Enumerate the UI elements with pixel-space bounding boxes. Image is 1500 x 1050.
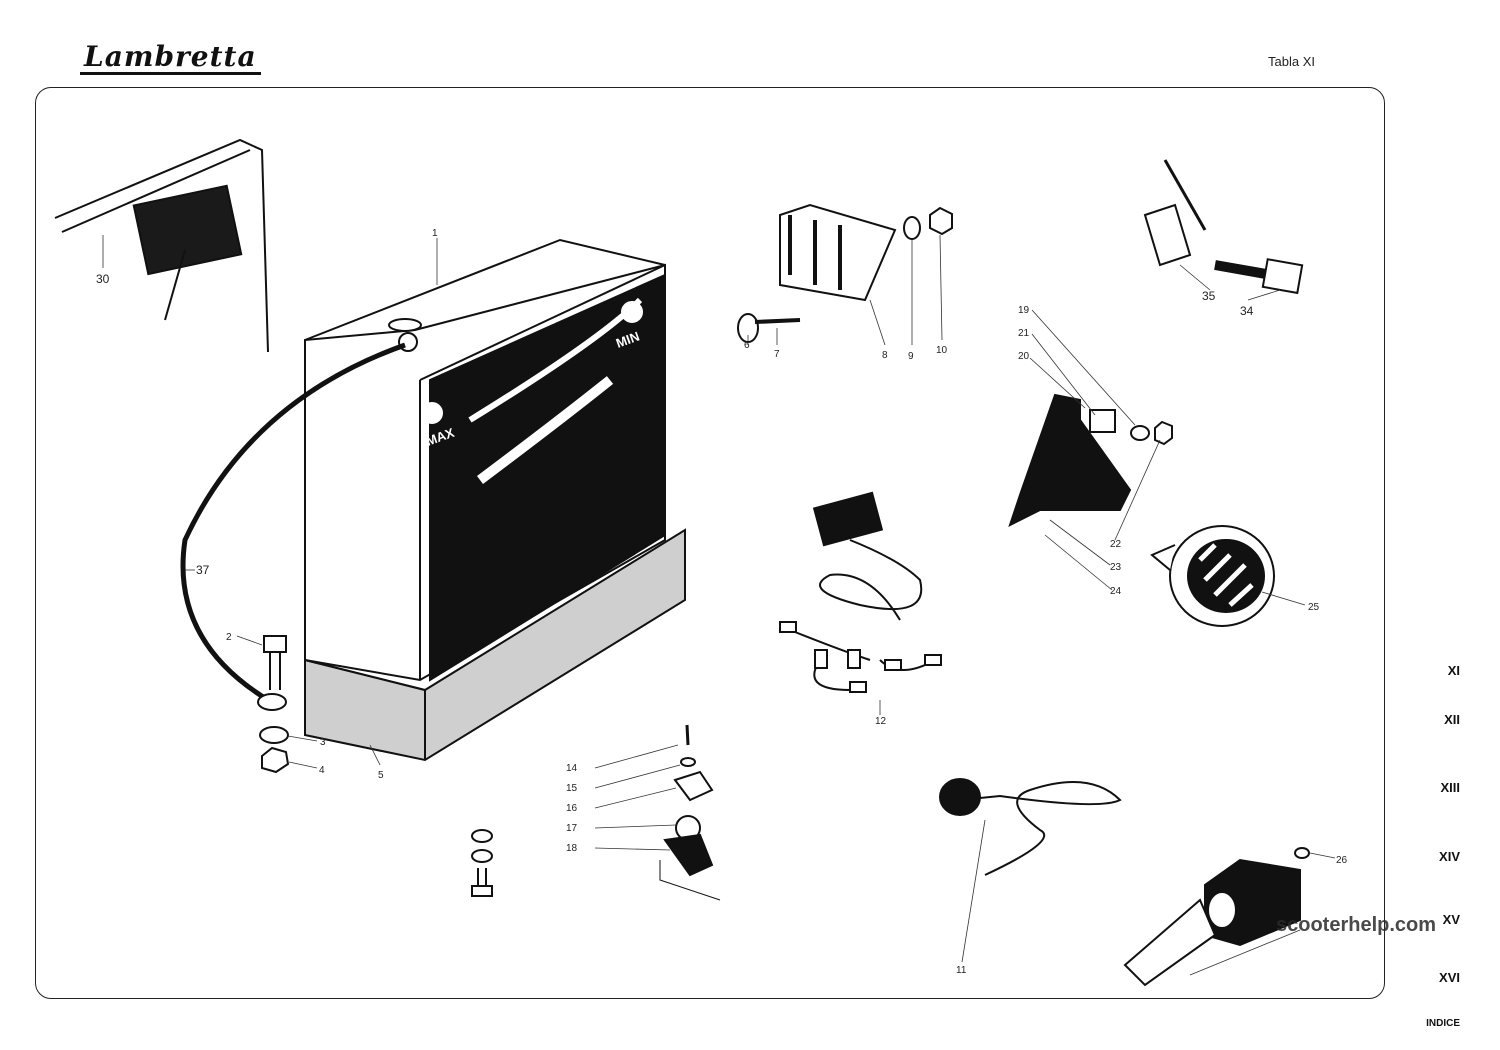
callout-5: 5	[378, 770, 384, 781]
callout-8: 8	[882, 350, 888, 361]
wiring-loom	[779, 491, 942, 693]
callout-2: 2	[226, 632, 232, 643]
callout-21: 21	[1018, 328, 1030, 339]
battery-strap	[54, 138, 269, 353]
fuse-box	[737, 203, 953, 343]
callout-9: 9	[908, 351, 914, 362]
callout-11: 11	[956, 965, 967, 976]
callout-6: 6	[744, 340, 750, 351]
nav-table-xii[interactable]: XII	[1444, 712, 1460, 727]
callout-19: 19	[1018, 305, 1030, 316]
callout-37: 37	[196, 563, 210, 577]
stoplight-switch	[939, 778, 1122, 876]
callout-14: 14	[566, 763, 578, 774]
callout-1: 1	[432, 228, 438, 239]
voltage-regulator	[1123, 847, 1310, 987]
cable-terminal	[257, 693, 287, 711]
horn	[1150, 525, 1275, 627]
leader-lines	[102, 234, 1336, 976]
callout-22: 22	[1110, 539, 1122, 550]
callout-17: 17	[566, 823, 578, 834]
loose-hardware	[471, 829, 493, 897]
callout-20: 20	[1018, 351, 1030, 362]
callout-25: 25	[1308, 602, 1320, 613]
callout-4: 4	[319, 765, 325, 776]
callout-12: 12	[875, 716, 887, 727]
battery	[304, 238, 666, 682]
callout-16: 16	[566, 803, 578, 814]
callout-3: 3	[320, 737, 326, 748]
nav-table-xvi[interactable]: XVI	[1439, 970, 1460, 985]
nav-table-xv[interactable]: XV	[1442, 912, 1460, 927]
nav-table-xiv[interactable]: XIV	[1439, 849, 1460, 864]
nav-indice[interactable]: INDICE	[1426, 1018, 1460, 1029]
callout-24: 24	[1110, 586, 1122, 597]
callout-10: 10	[936, 345, 948, 356]
nav-table-xi[interactable]: XI	[1447, 663, 1460, 678]
terminal-bolt	[263, 635, 287, 690]
brand-logo: Lambretta	[80, 43, 261, 75]
callout-7: 7	[774, 349, 780, 360]
callout-15: 15	[566, 783, 578, 794]
callout-34: 34	[1240, 304, 1254, 318]
battery-cable	[180, 342, 406, 703]
callout-30: 30	[96, 272, 110, 286]
washer	[259, 726, 289, 744]
table-number: Tabla XI	[1268, 54, 1315, 69]
callout-26: 26	[1336, 855, 1348, 866]
battery-tray	[304, 528, 686, 762]
callout-23: 23	[1110, 562, 1122, 573]
nav-table-xiii[interactable]: XIII	[1440, 780, 1460, 795]
diagram-frame	[35, 87, 1385, 999]
callout-35: 35	[1202, 289, 1216, 303]
callout-18: 18	[566, 843, 578, 854]
nut	[261, 746, 290, 774]
watermark: scooterhelp.com	[1276, 914, 1437, 936]
spark-plug	[1143, 159, 1304, 295]
switch-assembly	[659, 724, 721, 901]
horn-bracket	[1008, 393, 1173, 527]
